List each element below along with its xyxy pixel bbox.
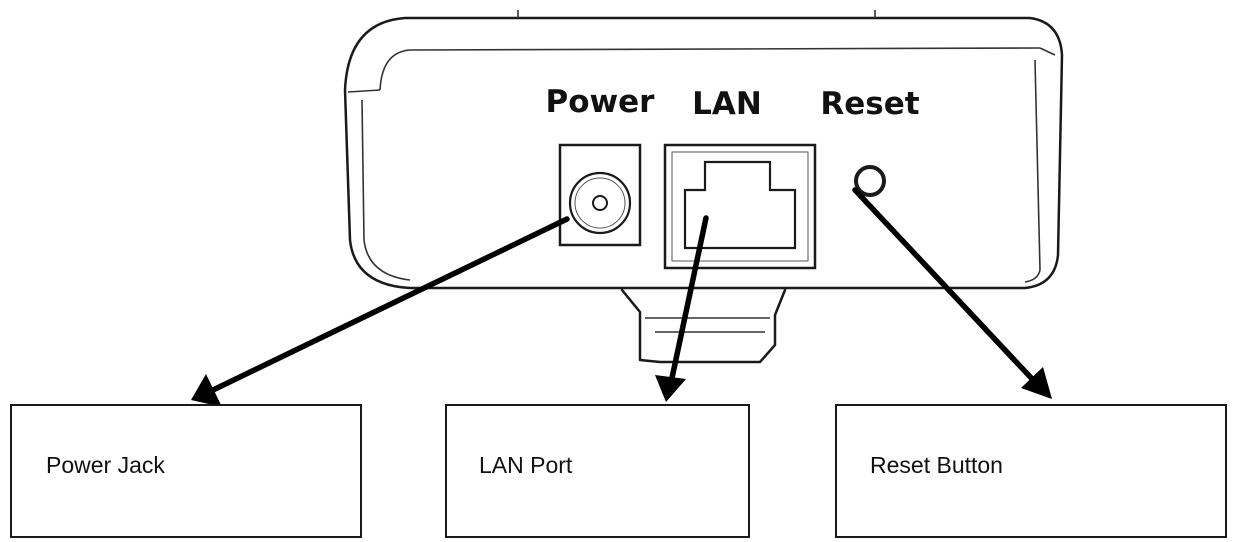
device-stand: [620, 288, 787, 364]
reset-port-label: Reset: [820, 86, 919, 122]
power-jack-arrow: [191, 216, 570, 407]
reset-button-icon: [854, 165, 886, 197]
lan-port-callout-label: LAN Port: [479, 452, 573, 478]
reset-button-callout: Reset Button: [835, 404, 1227, 538]
lan-port-icon: [663, 143, 817, 270]
power-jack-callout-label: Power Jack: [46, 452, 165, 478]
reset-button-callout-label: Reset Button: [870, 452, 1003, 478]
power-jack-callout: Power Jack: [10, 404, 362, 538]
power-jack-icon: [558, 143, 642, 247]
reset-button-arrow: [852, 187, 1052, 399]
lan-port-callout: LAN Port: [445, 404, 750, 538]
lan-port-arrow: [655, 215, 709, 402]
lan-port-label: LAN: [692, 86, 762, 122]
power-port-label: Power: [546, 84, 656, 120]
device-housing: [343, 10, 1064, 290]
